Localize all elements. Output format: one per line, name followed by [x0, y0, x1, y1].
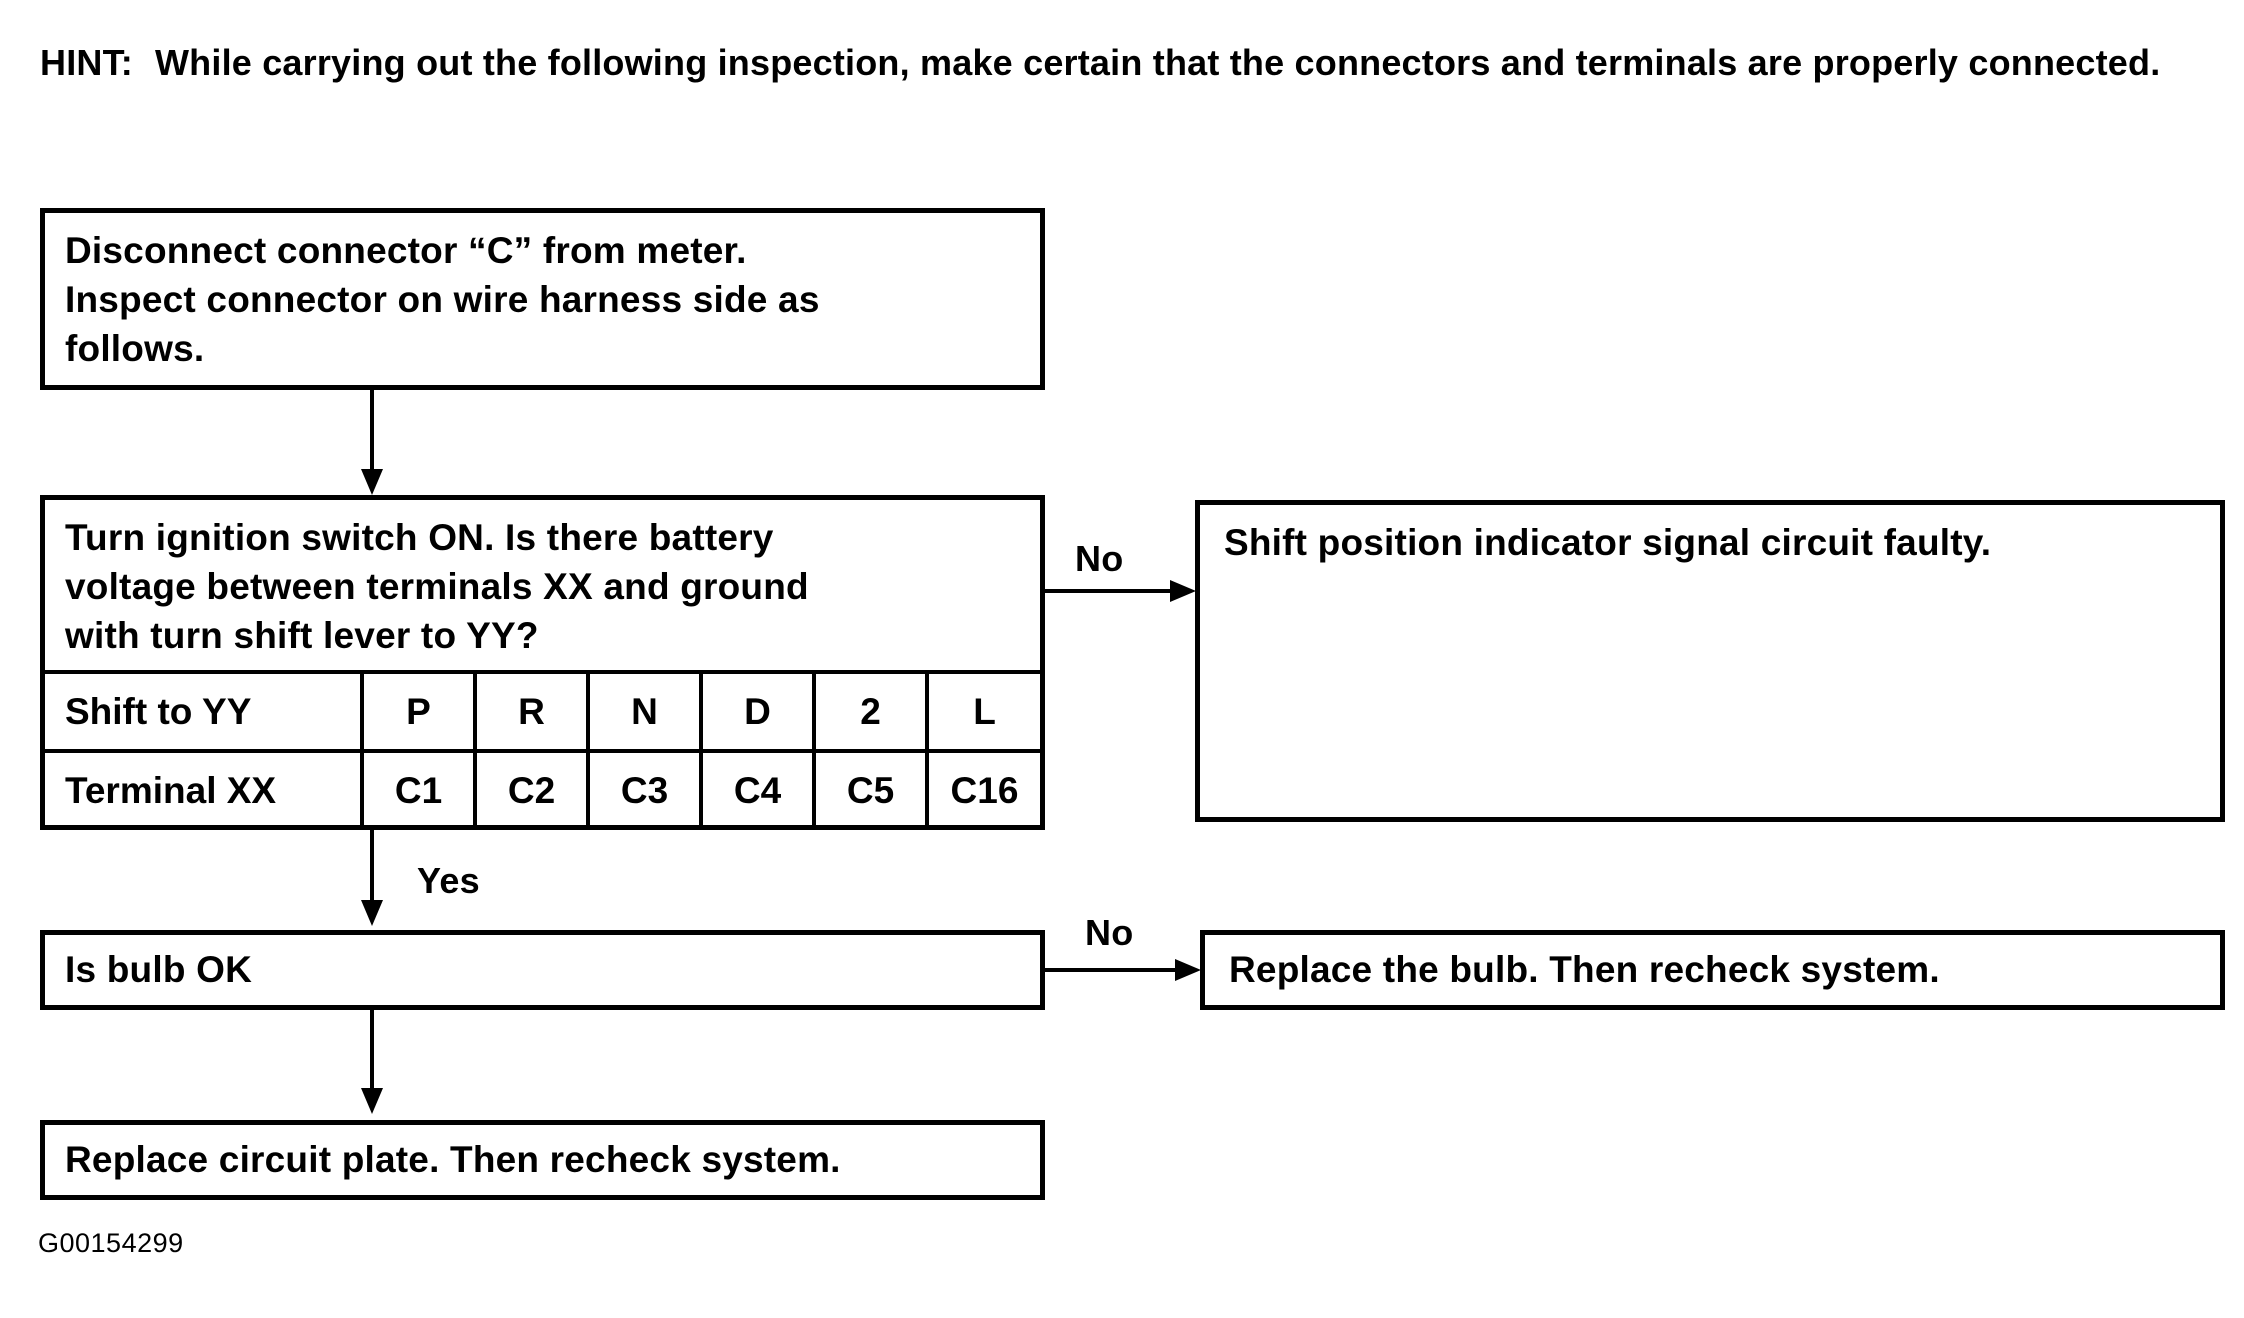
connector-disconnect-to-question	[370, 390, 374, 472]
hint-text: While carrying out the following inspect…	[155, 42, 2161, 83]
table-cell-shift-p: P	[362, 670, 477, 752]
box-replace-bulb: Replace the bulb. Then recheck system.	[1200, 930, 2225, 1010]
shift-terminal-table: Shift to YY P R N D 2 L Terminal XX C1 C…	[45, 670, 1040, 829]
hint-label: HINT:	[40, 42, 133, 83]
table-cell-shift-n: N	[588, 670, 703, 752]
box-circuit-faulty: Shift position indicator signal circuit …	[1195, 500, 2225, 822]
box-question-line-1: Turn ignition switch ON. Is there batter…	[65, 517, 774, 558]
box-is-bulb-ok: Is bulb OK	[40, 930, 1045, 1010]
box-circuit-faulty-text: Shift position indicator signal circuit …	[1224, 522, 1992, 563]
table-cell-terminal-c16: C16	[927, 749, 1040, 829]
table-cell-terminal-c3: C3	[588, 749, 703, 829]
table-cell-terminal-c5: C5	[814, 749, 929, 829]
table-row-shift-to-yy: Shift to YY P R N D 2 L	[45, 670, 1040, 752]
arrowhead-right-to-circuit-faulty	[1170, 580, 1196, 602]
table-cell-shift-2: 2	[814, 670, 929, 752]
box-replace-circuit-plate-text: Replace circuit plate. Then recheck syst…	[65, 1138, 841, 1180]
arrowhead-down-to-bulb-ok	[361, 900, 383, 926]
table-cell-shift-l: L	[927, 670, 1040, 752]
box-disconnect-line-3: follows.	[65, 327, 205, 369]
connector-question-yes	[370, 830, 374, 902]
arrowhead-right-to-replace-bulb	[1175, 959, 1201, 981]
connector-bulb-to-replace-plate	[370, 1010, 374, 1090]
box-replace-circuit-plate: Replace circuit plate. Then recheck syst…	[40, 1120, 1045, 1200]
connector-bulb-no	[1045, 968, 1177, 972]
branch-label-question-yes: Yes	[417, 860, 480, 901]
table-cell-shift-d: D	[701, 670, 816, 752]
arrowhead-down-to-replace-plate	[361, 1088, 383, 1114]
branch-label-question-no: No	[1075, 538, 1124, 579]
table-cell-terminal-c1: C1	[362, 749, 477, 829]
table-cell-terminal-c4: C4	[701, 749, 816, 829]
table-rowheader-shift-to-yy: Shift to YY	[45, 670, 364, 752]
box-disconnect-line-1: Disconnect connector “C” from meter.	[65, 230, 747, 271]
question-text: Turn ignition switch ON. Is there batter…	[45, 500, 1040, 670]
hint-block: HINT: While carrying out the following in…	[40, 40, 2230, 86]
box-disconnect-connector: Disconnect connector “C” from meter. Ins…	[40, 208, 1045, 390]
table-rowheader-terminal-xx: Terminal XX	[45, 749, 364, 829]
table-cell-terminal-c2: C2	[475, 749, 590, 829]
figure-code: G00154299	[38, 1228, 184, 1258]
arrowhead-down-to-question	[361, 469, 383, 495]
box-question-line-2: voltage between terminals XX and ground	[65, 565, 809, 607]
box-disconnect-line-2: Inspect connector on wire harness side a…	[65, 278, 820, 320]
table-row-terminal-xx: Terminal XX C1 C2 C3 C4 C5 C16	[45, 749, 1040, 829]
box-replace-bulb-text: Replace the bulb. Then recheck system.	[1229, 948, 1940, 990]
connector-question-no	[1045, 589, 1172, 593]
box-ignition-question: Turn ignition switch ON. Is there batter…	[40, 495, 1045, 830]
table-cell-shift-r: R	[475, 670, 590, 752]
box-question-line-3: with turn shift lever to YY?	[65, 614, 539, 656]
box-is-bulb-ok-text: Is bulb OK	[65, 948, 252, 990]
branch-label-bulb-no: No	[1085, 912, 1134, 953]
